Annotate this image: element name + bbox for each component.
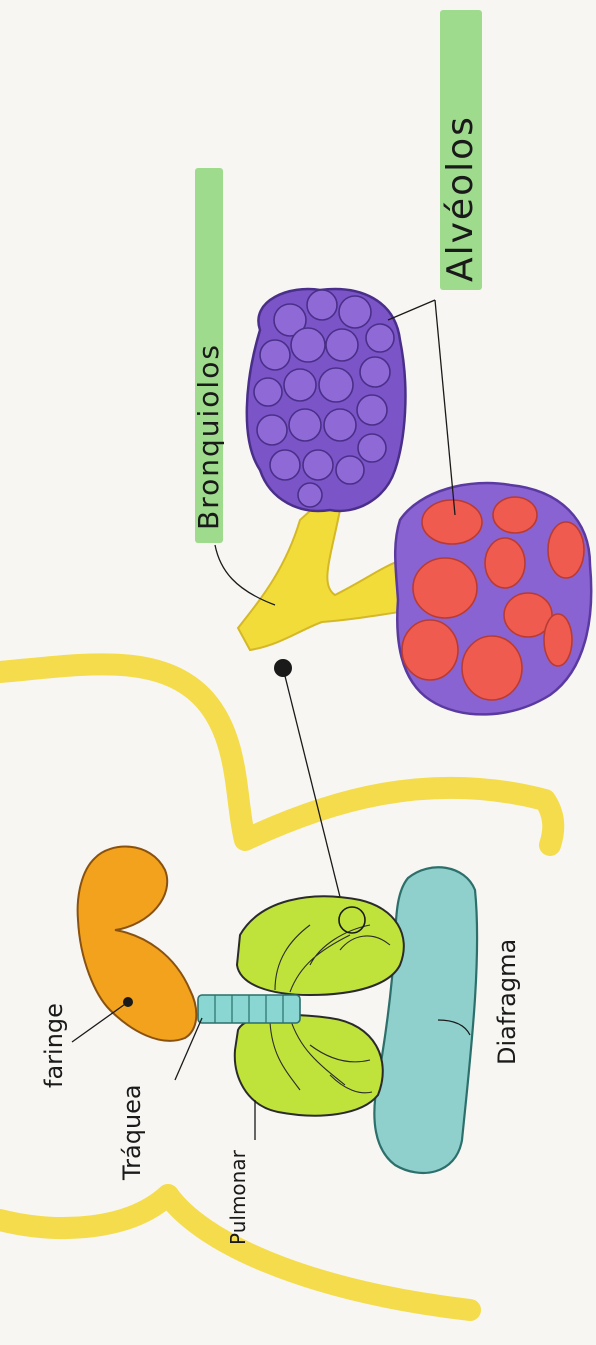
diafragma-label: Diafragma xyxy=(493,939,521,1065)
bronchiole-bubble xyxy=(284,369,316,401)
alveolus xyxy=(402,620,458,680)
bronchiole-bubble xyxy=(357,395,387,425)
alveolus xyxy=(493,497,537,533)
faringe-label: faringe xyxy=(40,1003,68,1088)
bronchiole-bubble xyxy=(254,378,282,406)
alveolos-pointer-bottom xyxy=(435,300,455,515)
bronchiole-cluster xyxy=(247,289,406,511)
bronchiole-bubble xyxy=(298,483,322,507)
alveolus xyxy=(422,500,482,544)
bronchiole-bubble xyxy=(319,368,353,402)
faringe-pointer xyxy=(72,1002,128,1042)
alveolus xyxy=(462,636,522,700)
bronchiole-bubble xyxy=(257,415,287,445)
bronchi xyxy=(238,500,412,650)
traquea-label: Tráquea xyxy=(118,1084,146,1181)
bronchiole-bubble xyxy=(326,329,358,361)
lung-upper xyxy=(237,896,404,995)
bronchiole-bubble xyxy=(358,434,386,462)
diafragma-shape xyxy=(374,867,477,1173)
bronchi-shape xyxy=(238,500,412,650)
bronchiole-bubble xyxy=(289,409,321,441)
faringe-shape xyxy=(78,847,197,1041)
bronchiole-bubble xyxy=(260,340,290,370)
bronchiole-bubble xyxy=(339,296,371,328)
bronchiole-bubble xyxy=(360,357,390,387)
alveolus xyxy=(544,614,572,666)
alveolus xyxy=(413,558,477,618)
bronchiole-bubble xyxy=(303,450,333,480)
pulmonar-label: Pulmonar xyxy=(226,1149,250,1245)
zoom-dot xyxy=(274,659,292,677)
alveoli-cluster xyxy=(395,483,591,714)
bronchiole-bubble xyxy=(366,324,394,352)
alveolus xyxy=(548,522,584,578)
alveolus xyxy=(485,538,525,588)
lung-lower xyxy=(235,1015,383,1116)
zoom-pointer xyxy=(283,668,342,905)
alveolos-pointer-top xyxy=(388,300,435,320)
bronchiole-bubble xyxy=(324,409,356,441)
alveolos-label: Alvéolos xyxy=(440,115,481,282)
bronquiolos-label: Bronquiolos xyxy=(192,343,225,530)
bronchiole-bubble xyxy=(291,328,325,362)
bronchiole-bubble xyxy=(336,456,364,484)
bronchiole-bubble xyxy=(307,290,337,320)
traquea xyxy=(198,995,300,1023)
bronchiole-bubble xyxy=(270,450,300,480)
